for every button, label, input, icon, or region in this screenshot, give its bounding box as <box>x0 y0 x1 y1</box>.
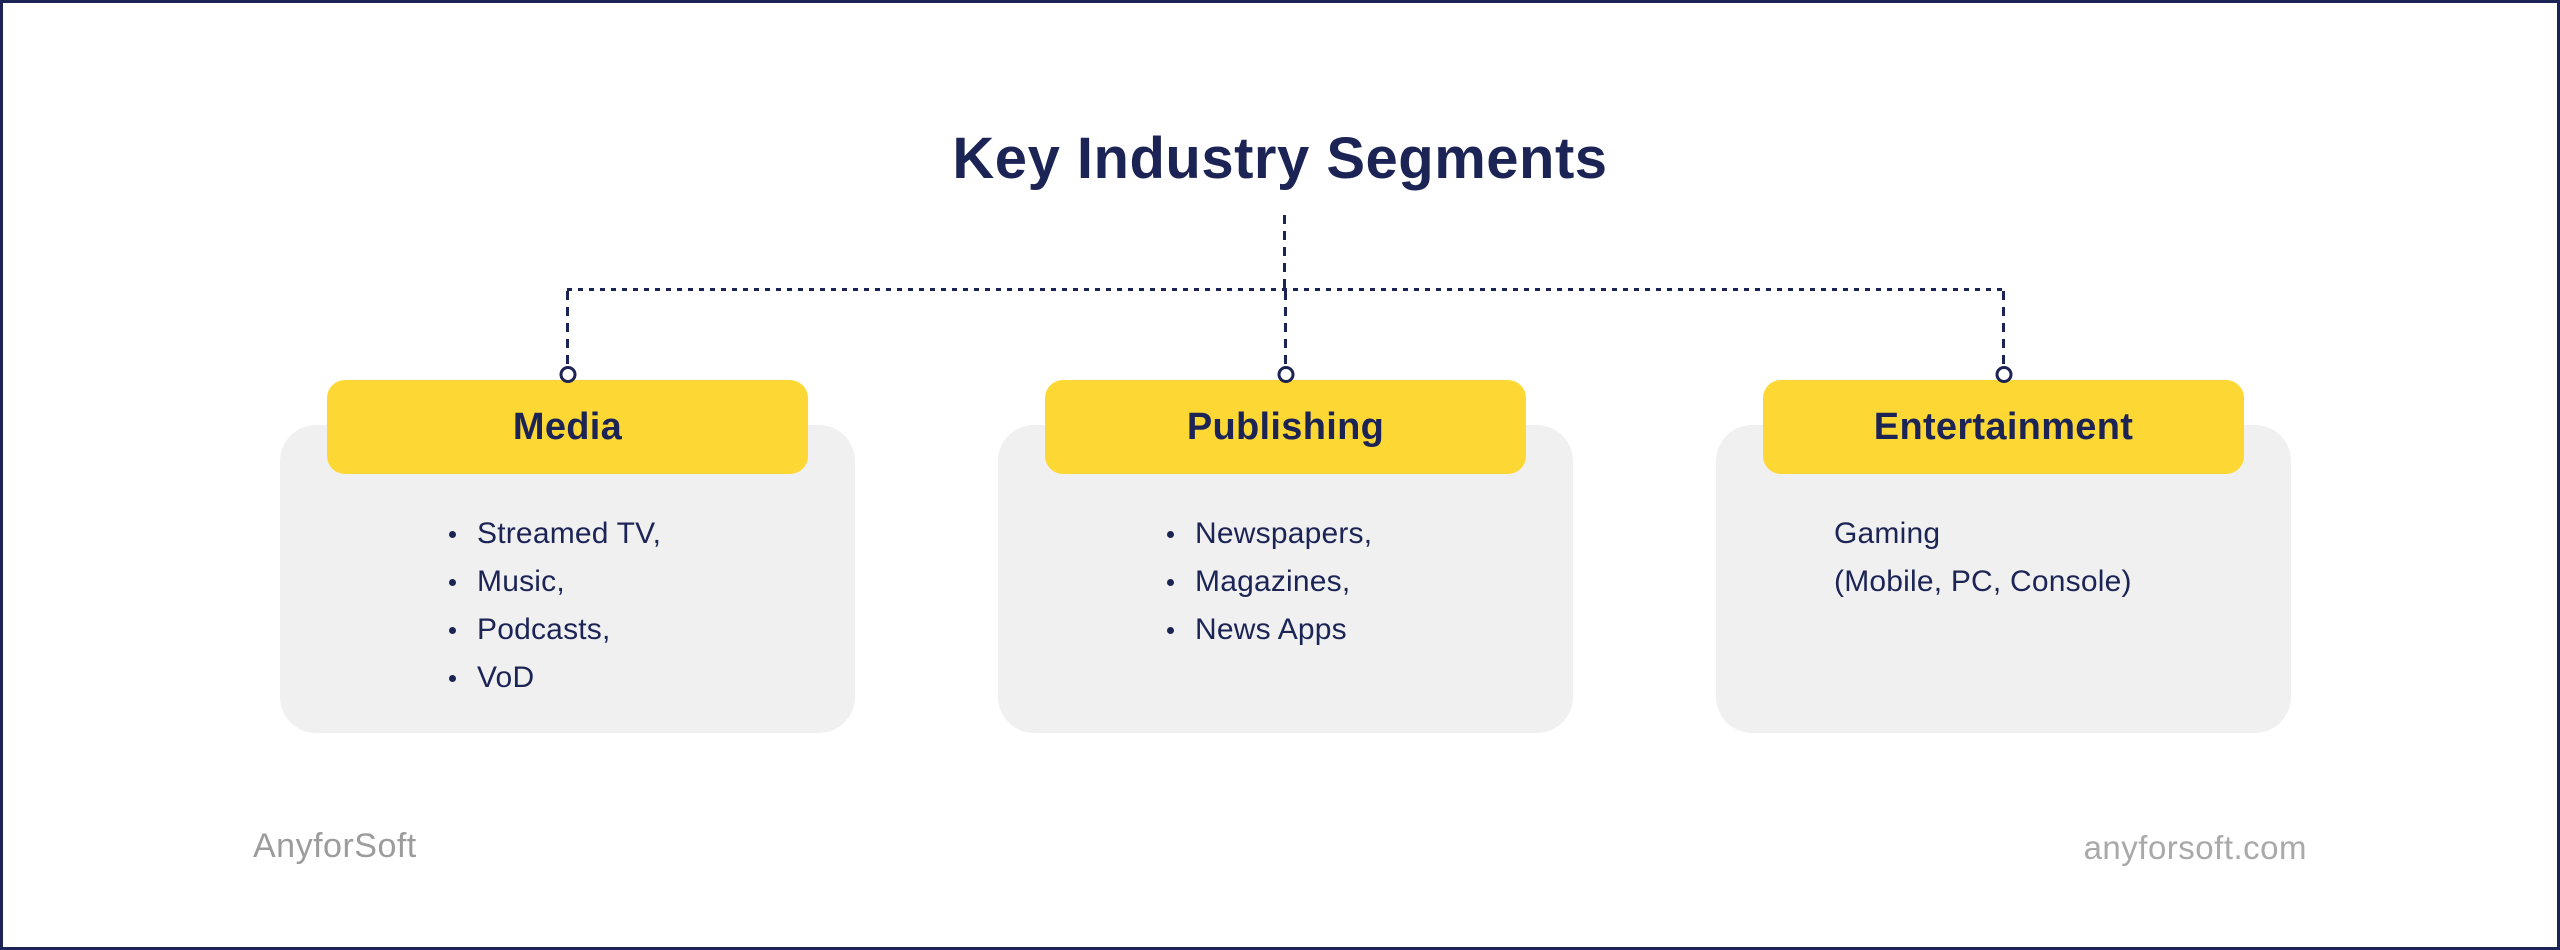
connector-drop-entertainment <box>2002 291 2005 365</box>
page-title: Key Industry Segments <box>952 126 1608 191</box>
segment-item-label: Music, <box>477 565 565 598</box>
segment-item-list: Newspapers, Magazines, News Apps <box>998 425 1573 654</box>
segment-card-publishing: Newspapers, Magazines, News Apps Publish… <box>998 366 1573 733</box>
connector-node-icon <box>1995 366 2012 383</box>
segment-card-header: Entertainment <box>1763 380 2244 474</box>
segment-item-label: VoD <box>477 661 535 694</box>
segment-item: Music, <box>449 558 855 606</box>
connector-title-drop <box>1283 215 1286 288</box>
segment-card-body: Gaming (Mobile, PC, Console) <box>1716 425 2291 733</box>
segment-item: Streamed TV, <box>449 510 855 558</box>
segment-title: Publishing <box>1186 405 1385 448</box>
segment-card-entertainment: Gaming (Mobile, PC, Console) Entertainme… <box>1716 366 2291 733</box>
bullet-dot-icon <box>1167 578 1174 586</box>
segment-title: Media <box>512 405 623 448</box>
segment-item: Magazines, <box>1167 558 1573 606</box>
segment-item-label: Newspapers, <box>1195 517 1373 550</box>
segment-item: Gaming <box>1834 510 2291 558</box>
segment-item-list: Streamed TV, Music, Podcasts, VoD <box>280 425 855 702</box>
segment-item-list: Gaming (Mobile, PC, Console) <box>1716 425 2291 606</box>
website-url: anyforsoft.com <box>2083 829 2307 866</box>
segment-item: News Apps <box>1167 606 1573 654</box>
connector-drop-publishing <box>1284 291 1287 365</box>
segment-item: Podcasts, <box>449 606 855 654</box>
brand-logo: AnyforSoft <box>253 827 417 865</box>
segment-item-label: News Apps <box>1195 613 1347 646</box>
segment-title: Entertainment <box>1873 405 2134 448</box>
bullet-dot-icon <box>1167 530 1174 538</box>
segment-item-label: Streamed TV, <box>477 517 662 550</box>
segment-item: Newspapers, <box>1167 510 1573 558</box>
bullet-dot-icon <box>449 626 456 634</box>
bullet-dot-icon <box>449 674 456 682</box>
bullet-dot-icon <box>1167 626 1174 634</box>
segment-item-label: Podcasts, <box>477 613 611 646</box>
segment-card-body: Streamed TV, Music, Podcasts, VoD <box>280 425 855 733</box>
connector-bus-line <box>567 288 2004 291</box>
segment-item-label: (Mobile, PC, Console) <box>1834 565 2132 598</box>
bullet-dot-icon <box>449 578 456 586</box>
connector-drop-media <box>566 291 569 365</box>
segment-item-label: Magazines, <box>1195 565 1351 598</box>
segment-card-header: Publishing <box>1045 380 1526 474</box>
segment-item: (Mobile, PC, Console) <box>1834 558 2291 606</box>
bullet-dot-icon <box>449 530 456 538</box>
segment-item: VoD <box>449 654 855 702</box>
segment-card-media: Streamed TV, Music, Podcasts, VoD Media <box>280 366 855 733</box>
segment-card-body: Newspapers, Magazines, News Apps <box>998 425 1573 733</box>
segment-card-header: Media <box>327 380 808 474</box>
connector-node-icon <box>559 366 576 383</box>
connector-node-icon <box>1277 366 1294 383</box>
segment-item-label: Gaming <box>1834 517 1941 550</box>
